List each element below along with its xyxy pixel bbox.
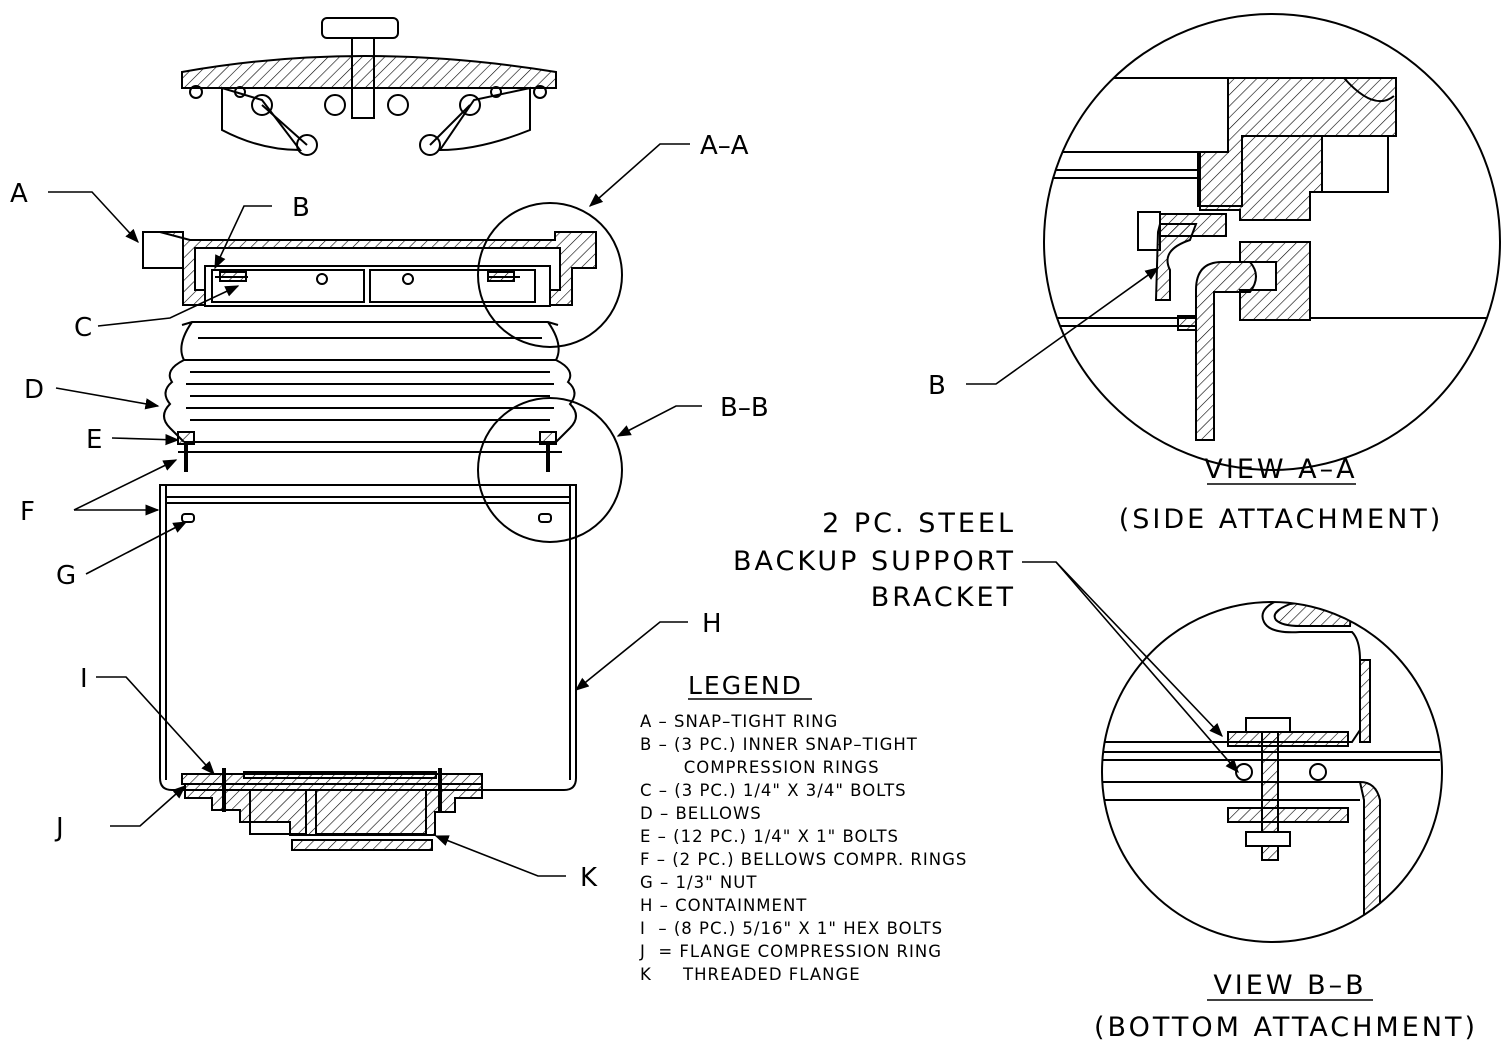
bracket-note-line-1: 2 PC. STEEL <box>822 508 1016 539</box>
legend-line: E – (12 PC.) 1/4" X 1" BOLTS <box>640 827 899 846</box>
section-circle-aa <box>477 202 623 348</box>
callout-section-aa: A–A <box>700 131 749 161</box>
callout-labels: A B C D E F G H I J K A–A B–B B <box>10 131 946 893</box>
legend-line: C – (3 PC.) 1/4" X 3/4" BOLTS <box>640 781 907 800</box>
legend-line: H – CONTAINMENT <box>640 896 807 915</box>
callout-g: G <box>56 561 76 591</box>
bellows <box>163 321 577 472</box>
view-bb-title: VIEW B–B <box>1213 970 1366 1001</box>
view-bb-subtitle: (BOTTOM ATTACHMENT) <box>1094 1012 1478 1043</box>
legend-line: A – SNAP–TIGHT RING <box>640 712 838 731</box>
view-aa-detail <box>1043 13 1501 471</box>
containment <box>159 484 577 791</box>
leader-lines <box>48 143 1239 877</box>
view-aa-title: VIEW A–A <box>1204 454 1357 485</box>
callout-f: F <box>20 497 35 527</box>
callout-j: J <box>54 813 64 843</box>
legend-title: LEGEND <box>688 671 803 700</box>
callout-b-detail: B <box>928 371 946 401</box>
legend: LEGEND A – SNAP–TIGHT RING B – (3 PC.) I… <box>639 671 967 984</box>
callout-i: I <box>80 664 88 694</box>
legend-line: COMPRESSION RINGS <box>640 758 880 777</box>
section-circle-bb <box>477 397 623 543</box>
legend-line: K THREADED FLANGE <box>640 965 861 984</box>
callout-h: H <box>702 609 722 639</box>
callout-b: B <box>292 193 310 223</box>
callout-k: K <box>580 863 598 893</box>
legend-line: F – (2 PC.) BELLOWS COMPR. RINGS <box>640 850 967 869</box>
threaded-flange <box>181 768 483 851</box>
view-aa-subtitle: (SIDE ATTACHMENT) <box>1119 504 1444 535</box>
legend-line: B – (3 PC.) INNER SNAP–TIGHT <box>640 735 918 754</box>
callout-c: C <box>74 313 92 343</box>
callout-a: A <box>10 179 28 209</box>
legend-line: D – BELLOWS <box>640 804 762 823</box>
callout-e: E <box>86 425 102 455</box>
lid-assembly <box>181 17 557 156</box>
view-bb-detail <box>1101 601 1443 943</box>
legend-line: G – 1/3" NUT <box>640 873 757 892</box>
bracket-note-line-2: BACKUP SUPPORT <box>733 546 1016 577</box>
bracket-note-line-3: BRACKET <box>871 582 1016 613</box>
legend-line: J = FLANGE COMPRESSION RING <box>639 942 942 961</box>
callout-d: D <box>24 375 44 405</box>
snap-tight-ring <box>142 231 597 307</box>
legend-line: I – (8 PC.) 5/16" X 1" HEX BOLTS <box>640 919 943 938</box>
callout-section-bb: B–B <box>720 393 769 423</box>
